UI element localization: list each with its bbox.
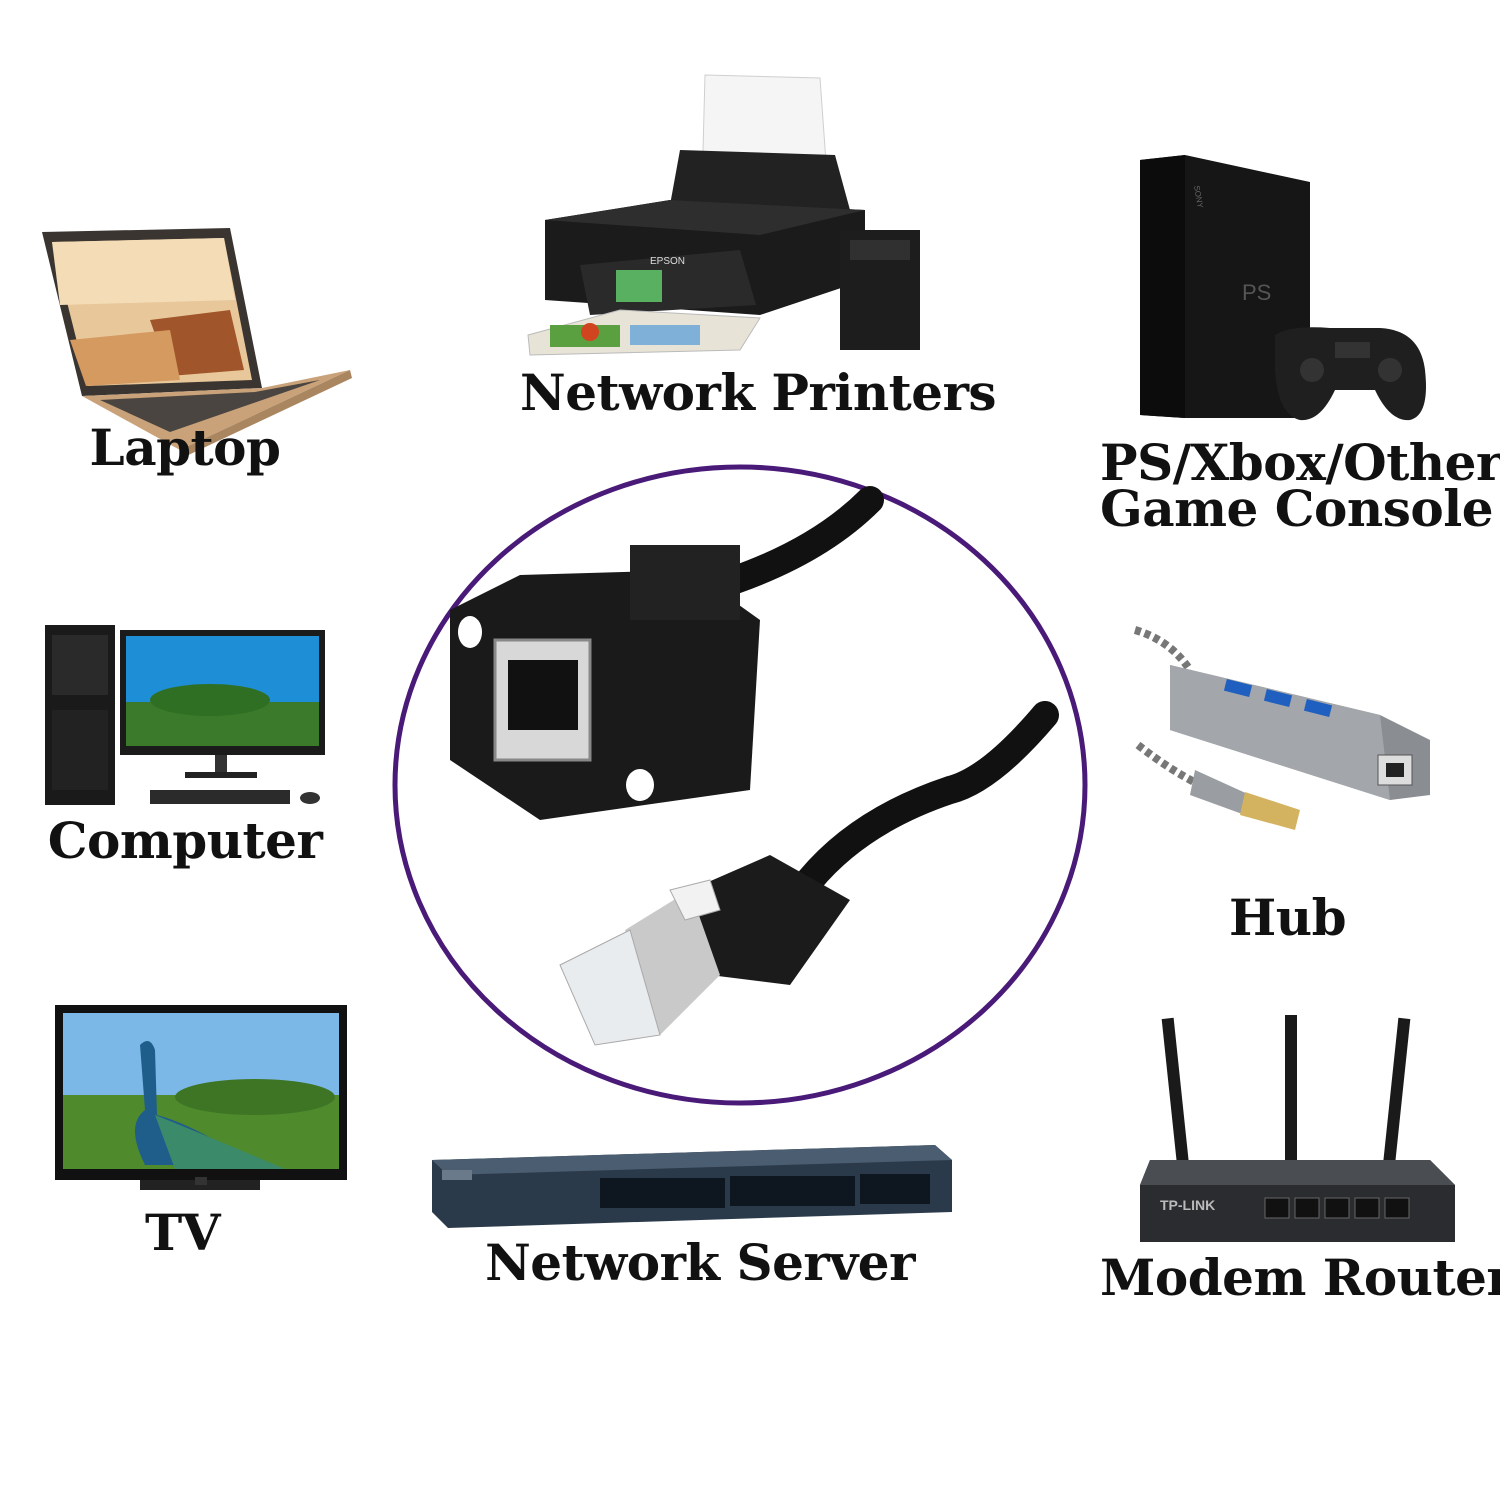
label-network-printers: Network Printers [520,363,997,422]
network-switch-icon [432,1145,952,1228]
printer-brand: EPSON [650,256,685,267]
label-laptop: Laptop [89,418,281,477]
laptop-icon [42,228,352,458]
label-computer: Computer [47,811,323,870]
usb-hub-icon [1133,626,1430,830]
computer-icon [45,625,325,805]
device-laptop: Laptop [30,220,360,473]
label-modem-router: Modem Router [1100,1248,1500,1307]
device-tv: TV [55,1005,355,1275]
game-console-icon: PS SONY [1140,155,1426,421]
label-game-console-line1: PS/Xbox/Other [1100,433,1500,492]
console-brand: SONY [1192,185,1205,210]
label-game-console: PS/Xbox/Other Game Console [1100,433,1500,538]
label-network-server: Network Server [485,1233,915,1292]
label-hub: Hub [1228,888,1347,947]
device-modem-router: TP-LINK Modem Router [1100,1010,1500,1310]
device-computer: Computer [40,620,350,890]
device-game-console: PS SONY PS/Xbox/Other Game Console [1090,150,1500,550]
device-network-printer: EPSON Network Printers [520,70,997,430]
printer-icon: EPSON [527,74,920,356]
label-game-console-line2: Game Console [1100,479,1494,538]
rj45-cable-icon [392,464,1088,1106]
svg-text:PS: PS [1242,280,1271,305]
center-cable-figure [390,460,1090,1120]
device-hub: Hub [1130,620,1440,950]
device-network-server: Network Server [430,1140,960,1300]
label-tv: TV [144,1203,221,1262]
router-icon: TP-LINK [1140,1015,1455,1242]
router-brand: TP-LINK [1160,1197,1215,1213]
tv-icon [55,1005,347,1190]
